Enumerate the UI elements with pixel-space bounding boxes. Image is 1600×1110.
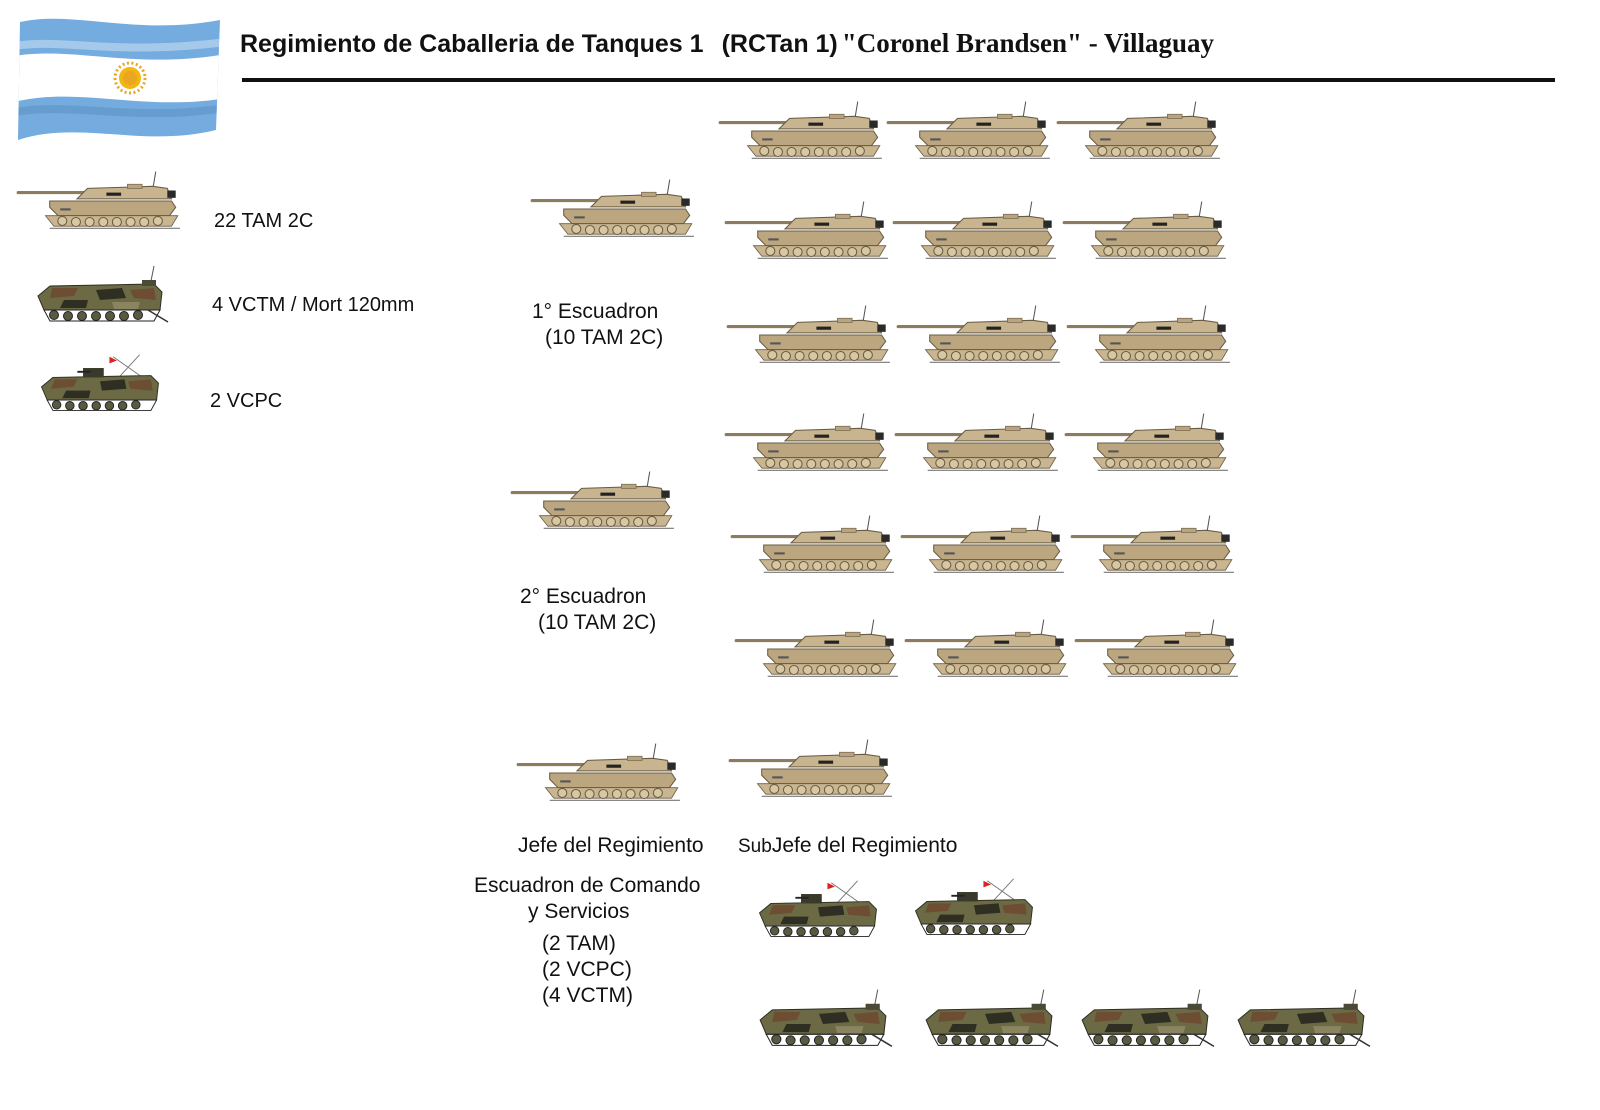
tam-tank-icon [716,86,884,176]
vctm-mortar-carrier-icon [1230,986,1372,1054]
tam-tank-icon [1072,604,1240,694]
hq-vctm-count: (4 VCTM) [542,984,633,1007]
squadron2-leader-tank-icon [508,456,676,546]
tam-tank-icon [1054,86,1222,176]
tam-tank-icon [728,500,896,590]
hq-squadron-label: Escuadron de Comando [474,874,701,897]
hq-tam-count: (2 TAM) [542,932,616,955]
tam-tank-icon [732,604,900,694]
regiment-code: (RCTan 1) [721,30,838,58]
tam-tank-icon [14,154,182,248]
tam-tank-icon [898,500,1066,590]
legend-item-tam: 22 TAM 2C [214,210,314,232]
legend-item-vcpc: 2 VCPC [210,390,283,412]
tam-tank-icon [1068,500,1236,590]
page-title: Regimiento de Caballeria de Tanques 1 [240,30,704,58]
tam-tank-icon [724,290,892,380]
legend-item-vctm: 4 VCTM / Mort 120mm [212,294,415,316]
sun-of-may-icon [113,61,147,95]
header-divider [242,78,1555,82]
deputy-title: Jefe del Regimiento [771,834,958,857]
vctm-mortar-carrier-icon [30,264,170,328]
squadron1-label: 1° Escuadron [532,300,659,323]
squadron2-label: 2° Escuadron [520,585,647,608]
tam-tank-icon [722,186,890,276]
squadron1-strength: (10 TAM 2C) [545,326,664,349]
flag-of-argentina [18,18,220,140]
deputy-commander-label: SubJefe del Regimiento [738,834,957,858]
tam-tank-icon [890,186,1058,276]
vcpc-command-vehicle-icon [908,876,1040,942]
vctm-mortar-carrier-icon [1074,986,1216,1054]
hq-vcpc-count: (2 VCPC) [542,958,632,981]
vcpc-command-vehicle-icon [34,354,166,416]
commander-tank-icon [514,728,682,818]
tam-tank-icon [884,86,1052,176]
regiment-name: "Coronel Brandsen" - Villaguay [841,28,1215,58]
tam-tank-icon [902,604,1070,694]
commander-label: Jefe del Regimiento [518,834,704,857]
squadron1-leader-tank-icon [528,164,696,254]
tam-tank-icon [1064,290,1232,380]
header: Regimiento de Caballeria de Tanques 1 (R… [240,28,1560,68]
tam-tank-icon [892,398,1060,488]
vctm-mortar-carrier-icon [918,986,1060,1054]
tam-tank-icon [1062,398,1230,488]
deputy-commander-tank-icon [726,724,894,814]
deputy-prefix: Sub [738,836,772,857]
tam-tank-icon [722,398,890,488]
squadron2-strength: (10 TAM 2C) [538,611,657,634]
vcpc-command-vehicle-icon [752,878,884,944]
vctm-mortar-carrier-icon [752,986,894,1054]
hq-squadron-label-2: y Servicios [528,900,630,923]
tam-tank-icon [1060,186,1228,276]
tam-tank-icon [894,290,1062,380]
